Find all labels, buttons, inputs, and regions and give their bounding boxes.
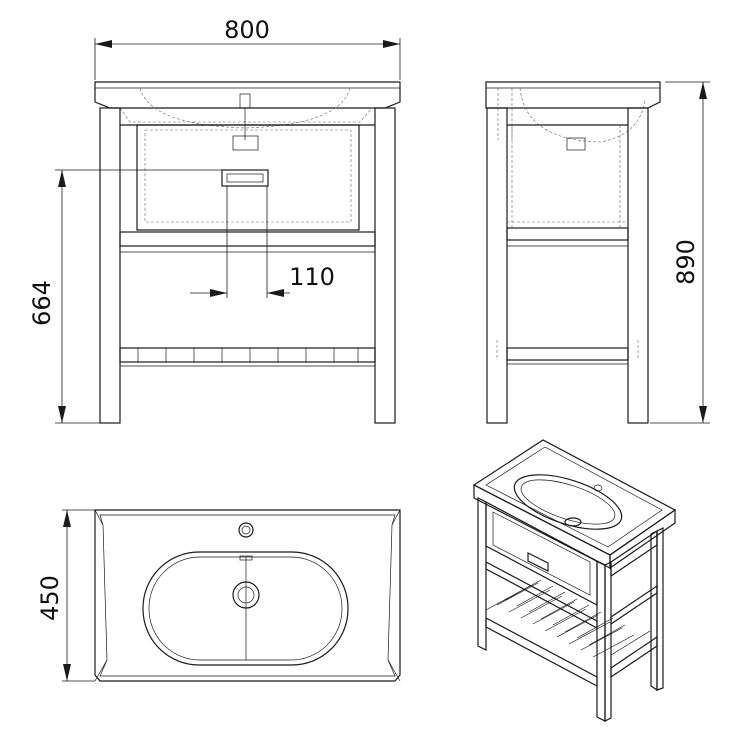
leg-height-dimension: 664 — [28, 169, 225, 424]
width-dimension: 800 — [94, 16, 401, 80]
side-view: 890 — [485, 81, 710, 424]
front-right-leg — [374, 107, 396, 424]
drain-hole — [232, 581, 260, 609]
tap-hole — [238, 522, 254, 538]
total-height-label: 890 — [672, 239, 700, 285]
top-basin-outline — [94, 509, 401, 682]
isometric-view — [472, 439, 677, 722]
front-drawer-handle — [221, 169, 269, 187]
depth-dimension: 450 — [36, 509, 95, 682]
side-countertop — [485, 81, 661, 109]
front-left-leg — [99, 107, 121, 424]
iso-bowl — [513, 474, 623, 530]
iso-countertop — [472, 439, 677, 556]
handle-offset-dimension: 110 — [190, 186, 335, 298]
front-view: 800 — [28, 16, 401, 424]
total-height-dimension: 890 — [650, 81, 710, 424]
width-label: 800 — [224, 16, 270, 44]
front-drawer — [136, 124, 360, 231]
handle-offset-label: 110 — [289, 263, 335, 291]
depth-label: 450 — [36, 575, 64, 621]
iso-drawer-handle — [527, 552, 549, 572]
top-bowl — [142, 551, 349, 666]
side-front-leg — [486, 107, 508, 424]
iso-front-left-leg — [477, 497, 487, 651]
front-countertop — [94, 81, 401, 109]
iso-back-right-leg — [656, 527, 664, 691]
side-back-leg — [627, 107, 649, 424]
front-bottom-shelf — [119, 347, 376, 363]
top-view: 450 — [36, 509, 401, 682]
leg-height-label: 664 — [28, 280, 56, 326]
iso-drawer — [485, 501, 598, 606]
